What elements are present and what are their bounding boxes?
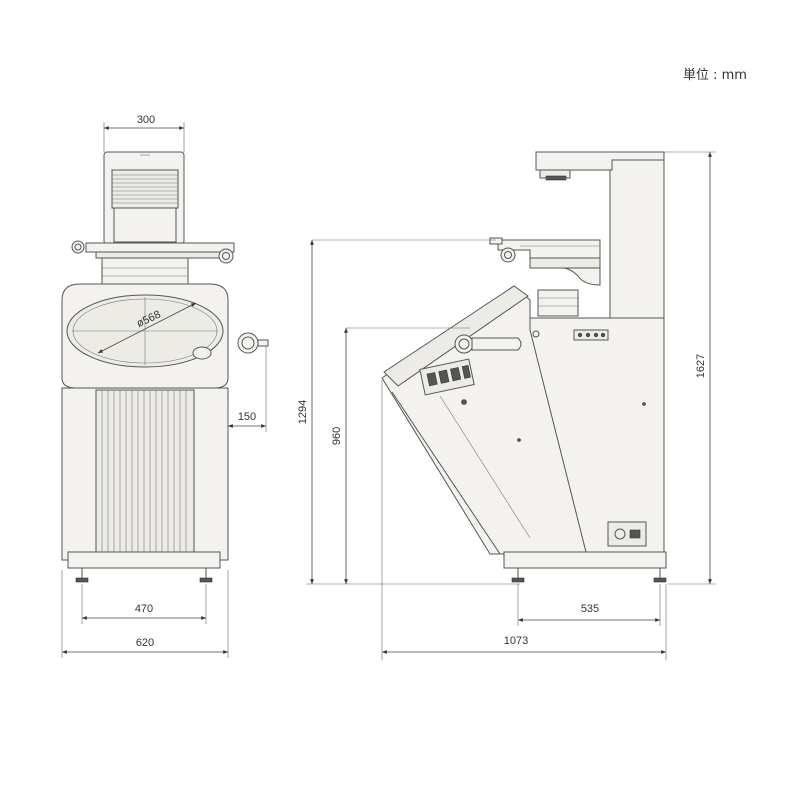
- dim-overall-width: 620: [136, 637, 154, 649]
- unit-label: 単位 : mm: [683, 68, 747, 83]
- front-feet: [75, 568, 213, 583]
- side-stage-knob-icon: [500, 247, 516, 263]
- front-view: ø568: [61, 114, 269, 658]
- side-view: 1294 960 1627 535 1073: [297, 151, 716, 660]
- dim-rear-depth: 535: [581, 603, 599, 615]
- front-stage-knob-right-icon: [218, 248, 234, 264]
- dim-overall-depth: 1073: [504, 635, 528, 647]
- side-feet: [511, 568, 667, 583]
- front-base: [67, 551, 221, 569]
- front-side-dial-icon: [237, 332, 259, 354]
- front-stage: [85, 242, 235, 253]
- side-lens: [537, 289, 579, 317]
- front-cabinet-slats: [101, 390, 187, 556]
- side-button-strip: [573, 329, 609, 341]
- side-column: [609, 151, 665, 323]
- side-screen-knob-icon: [454, 334, 474, 354]
- front-screen-knob-icon: [192, 346, 212, 360]
- dim-stage-height: 1294: [297, 400, 309, 424]
- front-head-vents: [112, 174, 178, 204]
- side-base: [503, 551, 667, 569]
- front-stage-knob-left-icon: [71, 240, 85, 254]
- dim-side-knob: 150: [238, 411, 256, 423]
- dim-feet-span: 470: [135, 603, 153, 615]
- dim-head-width: 300: [137, 114, 155, 126]
- dim-overall-height: 1627: [695, 354, 707, 378]
- dim-screen-height: 960: [331, 427, 343, 445]
